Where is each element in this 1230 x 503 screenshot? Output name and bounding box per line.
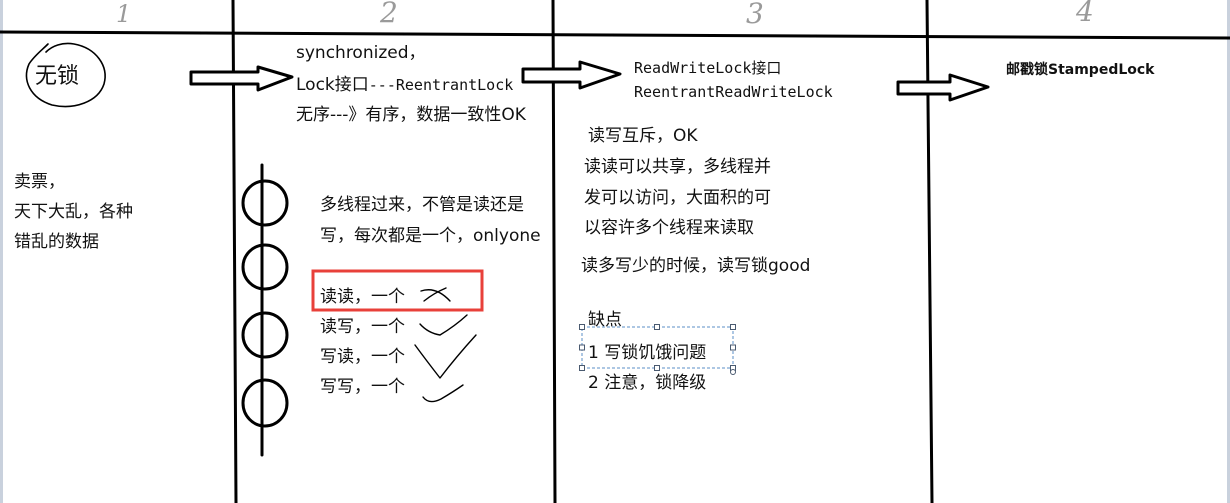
column-number-2: 2 bbox=[380, 0, 398, 29]
thread-circle-3 bbox=[241, 311, 289, 359]
thread-circle-2 bbox=[241, 243, 289, 291]
arrow-2-to-3 bbox=[521, 60, 622, 90]
case-write-write: 写写，一个 bbox=[320, 377, 405, 397]
thread-circle-1 bbox=[241, 179, 289, 227]
cross-icon bbox=[420, 287, 451, 302]
resize-handle-right[interactable] bbox=[730, 344, 736, 351]
column-number-1: 1 bbox=[116, 0, 132, 28]
check-icon bbox=[422, 384, 464, 403]
reentrant-readwritelock: ReentrantReadWriteLock bbox=[634, 83, 833, 101]
case-write-read: 写读，一个 bbox=[320, 347, 405, 367]
col1-note-1: 卖票， bbox=[14, 172, 65, 192]
arrow-3-to-4 bbox=[896, 73, 990, 102]
column-number-4: 4 bbox=[1076, 0, 1094, 28]
order-line: 无序---》有序，数据一致性OK bbox=[296, 105, 526, 125]
highlight-box bbox=[311, 269, 484, 312]
drawback-2: 2 注意，锁降级 bbox=[588, 373, 707, 393]
no-lock-title: 无锁 bbox=[35, 64, 80, 89]
resize-handle-bottom[interactable] bbox=[654, 365, 660, 371]
canvas-right-border bbox=[1227, 0, 1230, 503]
col2-description-2: 写，每次都是一个，onlyone bbox=[320, 226, 541, 246]
resize-handle-top-left[interactable] bbox=[579, 324, 585, 330]
lock-interface-line: Lock接口---ReentrantLock bbox=[296, 75, 513, 95]
check-icon bbox=[414, 334, 477, 379]
thread-circle-4 bbox=[241, 378, 289, 428]
resize-handle-left[interactable] bbox=[579, 344, 585, 351]
resize-handle-top[interactable] bbox=[654, 324, 660, 330]
drawback-1[interactable]: 1 写锁饥饿问题 bbox=[588, 343, 707, 363]
col1-note-2: 天下大乱，各种 bbox=[14, 202, 133, 222]
resize-handle-bottom-left[interactable] bbox=[579, 365, 585, 371]
drawbacks-title: 缺点 bbox=[588, 310, 622, 330]
col1-note-3: 错乱的数据 bbox=[14, 232, 99, 252]
check-icon bbox=[419, 314, 468, 336]
col3-note-4: 以容许多个线程来读取 bbox=[584, 218, 754, 238]
stamped-lock-title: 邮戳锁StampedLock bbox=[1006, 62, 1155, 78]
arrow-1-to-2 bbox=[189, 65, 294, 92]
lock-interface-label: Lock接口 bbox=[296, 75, 369, 95]
rotate-handle[interactable] bbox=[730, 369, 736, 375]
synchronized-line: synchronized， bbox=[296, 43, 426, 63]
col3-note-3: 发可以访问，大面积的可 bbox=[584, 188, 771, 208]
case-read-read: 读读，一个 bbox=[320, 287, 405, 307]
column-divider-3 bbox=[925, 0, 934, 503]
case-read-write: 读写，一个 bbox=[320, 317, 405, 337]
resize-handle-top-right[interactable] bbox=[730, 324, 736, 330]
reentrant-lock-label: ---ReentrantLock bbox=[368, 76, 514, 94]
horizontal-divider bbox=[0, 30, 1230, 40]
column-number-3: 3 bbox=[746, 0, 764, 30]
readwritelock-interface: ReadWriteLock接口 bbox=[634, 59, 782, 77]
column-divider-2 bbox=[551, 0, 557, 503]
col3-note-5: 读多写少的时候，读写锁good bbox=[581, 256, 811, 276]
selection-box[interactable] bbox=[579, 324, 736, 375]
col2-description-1: 多线程过来，不管是读还是 bbox=[320, 195, 524, 215]
col3-note-1: 读写互斥，OK bbox=[588, 126, 698, 146]
col3-note-2: 读读可以共享，多线程并 bbox=[584, 157, 771, 177]
title-circle bbox=[25, 42, 106, 108]
canvas-left-border bbox=[0, 0, 3, 503]
